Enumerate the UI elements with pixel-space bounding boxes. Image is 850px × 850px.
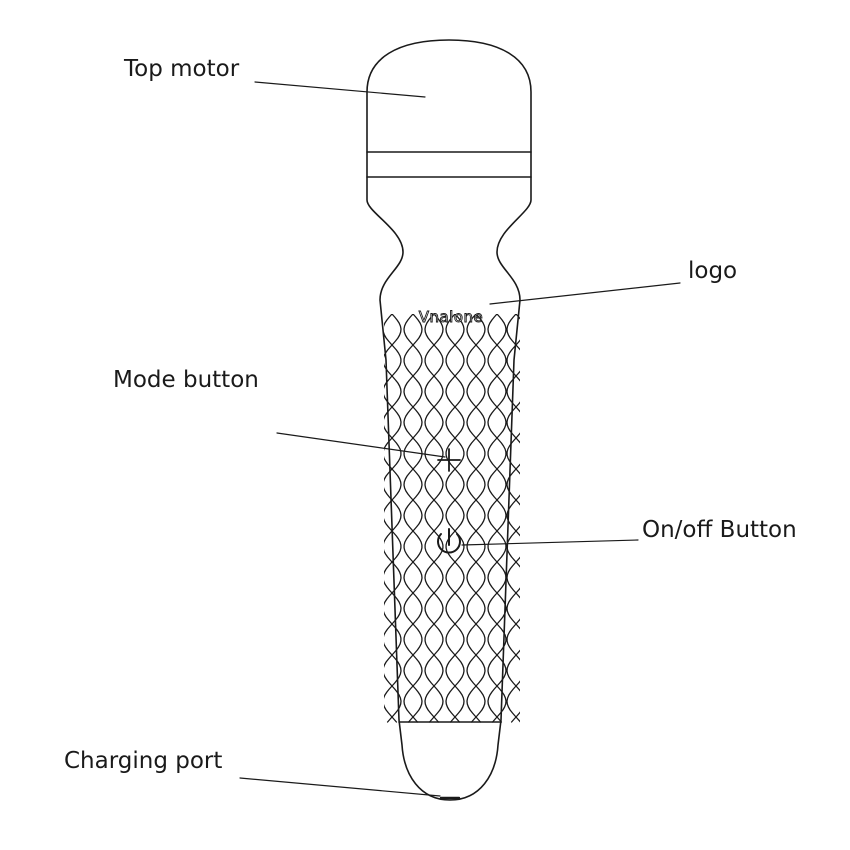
pattern-wave-line — [506, 314, 520, 723]
handle-body — [366, 176, 532, 801]
brand-logo: Vnalone — [419, 308, 484, 326]
leader-line-on-off — [461, 539, 639, 546]
label-top-motor: Top motor — [124, 56, 240, 82]
pattern-wave-line — [403, 314, 423, 723]
pattern-wave-line — [445, 314, 465, 723]
leader-line-top-motor — [254, 81, 426, 98]
label-mode-button: Mode button — [113, 367, 259, 393]
pattern-wave-line — [466, 314, 486, 723]
top-motor-head — [366, 39, 532, 153]
pattern-wave-line — [403, 314, 423, 723]
label-on-off-button: On/off Button — [642, 517, 797, 543]
pattern-wave-line — [487, 314, 507, 723]
pattern-wave-line — [424, 314, 444, 723]
leader-line-charging-port — [239, 777, 441, 797]
pattern-wave-line — [506, 314, 520, 723]
leader-line-logo — [489, 282, 681, 305]
label-charging-port: Charging port — [64, 748, 223, 774]
pattern-wave-line — [424, 314, 444, 723]
pattern-wave-line — [487, 314, 507, 723]
pattern-wave-line — [384, 314, 402, 723]
pattern-wave-line — [445, 314, 465, 723]
motor-band — [366, 151, 532, 178]
pattern-wave-line — [384, 314, 402, 723]
pattern-wave-line — [466, 314, 486, 723]
plus-icon[interactable] — [437, 448, 461, 472]
diamond-pattern — [384, 314, 520, 723]
leader-line-mode-button — [276, 432, 446, 458]
label-logo: logo — [688, 258, 738, 284]
power-icon[interactable] — [437, 528, 461, 554]
